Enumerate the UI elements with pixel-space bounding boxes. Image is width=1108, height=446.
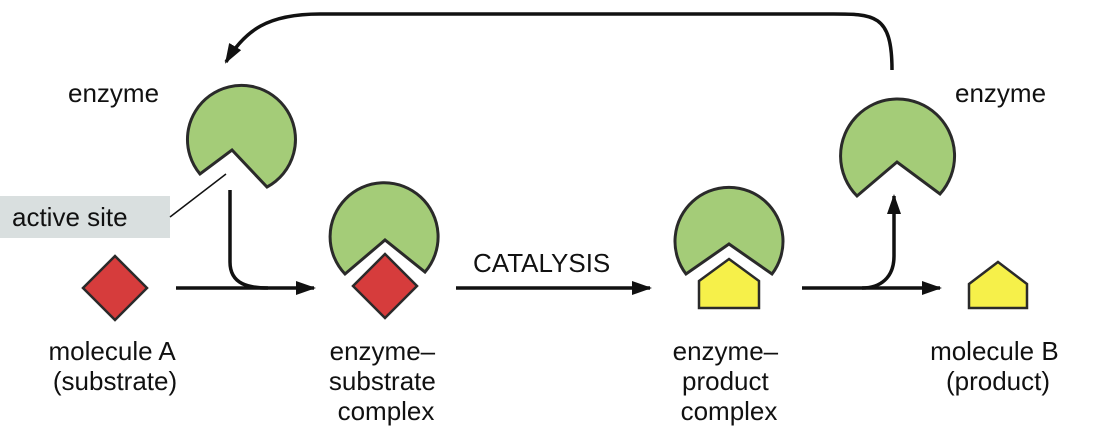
- release-arrow-enzyme-branch: [862, 196, 894, 288]
- es-complex-substrate-icon: [353, 254, 417, 318]
- es-complex-line-2: substrate: [329, 366, 436, 396]
- enzyme-right-label: enzyme: [955, 78, 1046, 108]
- molecule-b-line-1: molecule B: [930, 336, 1059, 366]
- substrate-diamond-icon: [83, 256, 147, 320]
- es-complex-line-3: complex: [338, 396, 435, 426]
- enzyme-left-icon: [187, 85, 295, 187]
- es-complex-line-1: enzyme–: [330, 336, 436, 366]
- ep-complex-label: enzyme– product complex: [673, 336, 786, 426]
- molecule-a-label: molecule A (substrate): [49, 336, 182, 396]
- ep-complex-line-1: enzyme–: [673, 336, 779, 366]
- molecule-b-line-2: (product): [946, 366, 1050, 396]
- binding-arrow-enzyme-branch: [230, 190, 268, 288]
- es-complex-label: enzyme– substrate complex: [329, 336, 443, 426]
- molecule-a-line-1: molecule A: [49, 336, 177, 366]
- enzyme-right-icon: [841, 99, 955, 196]
- molecule-a-line-2: (substrate): [53, 366, 177, 396]
- ep-complex-line-2: product: [682, 366, 769, 396]
- product-pentagon-icon: [969, 262, 1027, 308]
- active-site-label: active site: [12, 202, 128, 232]
- catalysis-label: CATALYSIS: [473, 248, 610, 278]
- ep-complex-line-3: complex: [681, 396, 778, 426]
- recycle-arrow: [226, 14, 892, 70]
- molecule-b-label: molecule B (product): [930, 336, 1066, 396]
- ep-complex-product-icon: [699, 259, 759, 308]
- enzyme-left-label: enzyme: [68, 78, 159, 108]
- active-site-pointer: [170, 174, 226, 217]
